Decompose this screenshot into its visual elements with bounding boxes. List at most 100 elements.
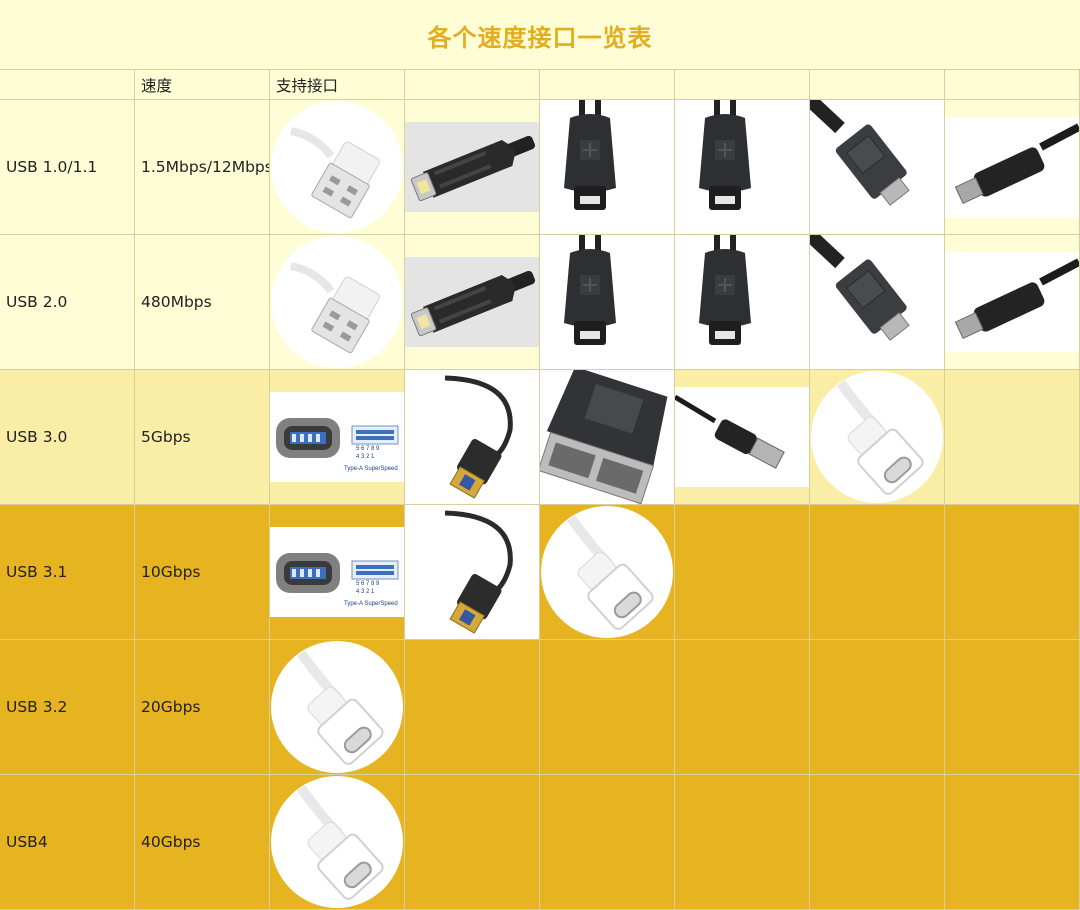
pin-label-top: 5 6 7 8 9 [356, 446, 380, 452]
speed-cell: 40Gbps [135, 775, 270, 910]
connector-cell [270, 100, 405, 235]
connector-cell [540, 100, 675, 235]
speed-label: 40Gbps [141, 833, 201, 851]
connector-cell [810, 640, 945, 775]
usb-version-cell: USB 1.0/1.1 [0, 100, 135, 235]
speed-cell: 1.5Mbps/12Mbps [135, 100, 270, 235]
connector-cell [810, 505, 945, 640]
connector-cell [675, 775, 810, 910]
page-title: 各个速度接口一览表 [427, 24, 653, 52]
usb-c-icon [541, 506, 673, 638]
micro-usb-cable-icon [945, 252, 1079, 352]
header-cell [540, 70, 675, 100]
connector-cell [540, 640, 675, 775]
connector-cell [405, 235, 540, 370]
connector-cell [675, 640, 810, 775]
usb-a-icon [271, 101, 403, 233]
title-cell: 各个速度接口一览表 [0, 0, 1080, 70]
header-label: 支持接口 [276, 77, 339, 95]
speed-cell: 10Gbps [135, 505, 270, 640]
usb-version-label: USB 1.0/1.1 [6, 158, 98, 176]
connector-cell [270, 775, 405, 910]
usb-version-label: USB 2.0 [6, 293, 68, 311]
header-cell [675, 70, 810, 100]
usb-version-cell: USB4 [0, 775, 135, 910]
connector-cell [405, 100, 540, 235]
speed-label: 5Gbps [141, 428, 191, 446]
pin-caption: Type-A SuperSpeed [344, 601, 398, 607]
mini-usb-icon [675, 100, 809, 234]
connector-cell [810, 235, 945, 370]
pin-label-bottom: 4 3 2 1 [356, 589, 375, 595]
usb-version-cell: USB 3.0 [0, 370, 135, 505]
connector-cell [945, 640, 1080, 775]
connector-cell: 5 6 7 8 9 4 3 2 1 Type-A SuperSpeed [270, 370, 405, 505]
connector-cell [810, 775, 945, 910]
connector-cell [405, 640, 540, 775]
speed-label: 10Gbps [141, 563, 201, 581]
header-cell [810, 70, 945, 100]
connector-cell [540, 505, 675, 640]
usb-a-superspeed-icon: 5 6 7 8 9 4 3 2 1 Type-A SuperSpeed [270, 392, 404, 482]
micro-usb-cable-icon [945, 117, 1079, 217]
connector-cell [675, 235, 810, 370]
usb-c-icon [811, 371, 943, 503]
mini-usb-icon [675, 235, 809, 369]
usb-version-cell: USB 2.0 [0, 235, 135, 370]
usb-version-label: USB4 [6, 833, 48, 851]
connector-cell [675, 370, 810, 505]
usb-3-b-icon [405, 370, 539, 504]
usb-c-icon [271, 776, 403, 908]
usb-c-icon [271, 641, 403, 773]
usb-a-icon [271, 236, 403, 368]
connector-cell: 5 6 7 8 9 4 3 2 1 Type-A SuperSpeed [270, 505, 405, 640]
pin-caption: Type-A SuperSpeed [344, 466, 398, 472]
connector-cell [270, 235, 405, 370]
micro-usb-icon [810, 235, 944, 369]
header-cell: 支持接口 [270, 70, 405, 100]
header-cell [0, 70, 135, 100]
connector-cell [945, 370, 1080, 505]
connector-cell [540, 370, 675, 505]
connector-cell [945, 235, 1080, 370]
pin-label-top: 5 6 7 8 9 [356, 581, 380, 587]
connector-cell [675, 100, 810, 235]
header-cell [945, 70, 1080, 100]
connector-cell [540, 235, 675, 370]
usb-version-label: USB 3.0 [6, 428, 68, 446]
usb-version-cell: USB 3.2 [0, 640, 135, 775]
connector-cell [270, 640, 405, 775]
header-cell: 速度 [135, 70, 270, 100]
usb-3-b-icon [405, 505, 539, 639]
connector-cell [945, 505, 1080, 640]
connector-cell [810, 100, 945, 235]
header-label: 速度 [141, 77, 173, 95]
speed-cell: 480Mbps [135, 235, 270, 370]
speed-label: 20Gbps [141, 698, 201, 716]
connector-cell [540, 775, 675, 910]
header-cell [405, 70, 540, 100]
speed-label: 480Mbps [141, 293, 212, 311]
mini-usb-icon [540, 235, 674, 369]
connector-cell [405, 370, 540, 505]
connector-cell [405, 505, 540, 640]
connector-cell [810, 370, 945, 505]
speed-cell: 5Gbps [135, 370, 270, 505]
connector-cell [945, 775, 1080, 910]
usb-b-icon [405, 257, 539, 347]
connector-cell [675, 505, 810, 640]
micro-b-superspeed-cable-icon [675, 387, 809, 487]
pin-label-bottom: 4 3 2 1 [356, 454, 375, 460]
micro-usb-icon [810, 100, 944, 234]
mini-usb-icon [540, 100, 674, 234]
connector-cell [945, 100, 1080, 235]
usb-b-icon [405, 122, 539, 212]
usb-version-label: USB 3.2 [6, 698, 68, 716]
micro-b-superspeed-icon [540, 370, 674, 504]
connector-cell [405, 775, 540, 910]
speed-cell: 20Gbps [135, 640, 270, 775]
speed-label: 1.5Mbps/12Mbps [141, 158, 270, 176]
usb-a-superspeed-icon: 5 6 7 8 9 4 3 2 1 Type-A SuperSpeed [270, 527, 404, 617]
usb-version-cell: USB 3.1 [0, 505, 135, 640]
